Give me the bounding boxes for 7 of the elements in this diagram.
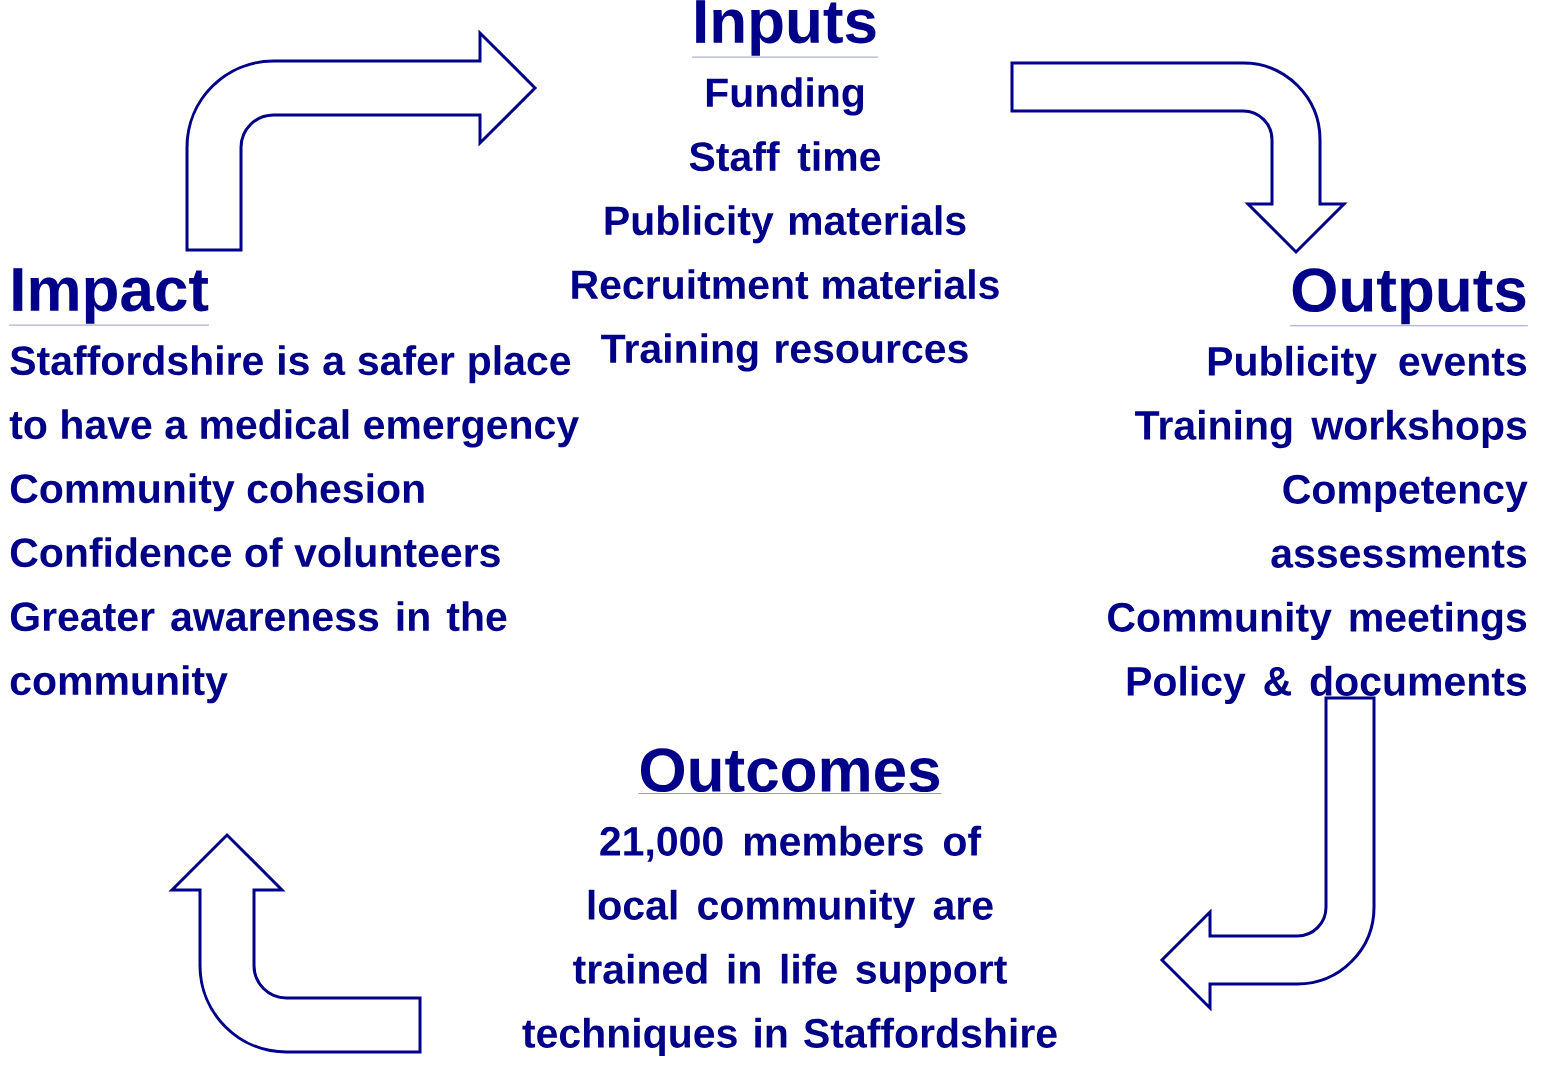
block-arrow — [185, 31, 537, 252]
text-group: Inputs Funding Staff time Publicity materials Recruitment materials Training resources — [572, 0, 999, 372]
block-arrow — [1010, 61, 1346, 254]
text-group: Outcomes 21,000 members of local community are trained in life support techniques in Staffordshire — [522, 748, 1057, 1056]
block-arrow — [170, 833, 422, 1054]
block-arrow — [1160, 696, 1376, 1010]
text-group: Outputs Publicity events Training workshops Competency assessments Community meetings Policy & documents — [1108, 268, 1528, 704]
